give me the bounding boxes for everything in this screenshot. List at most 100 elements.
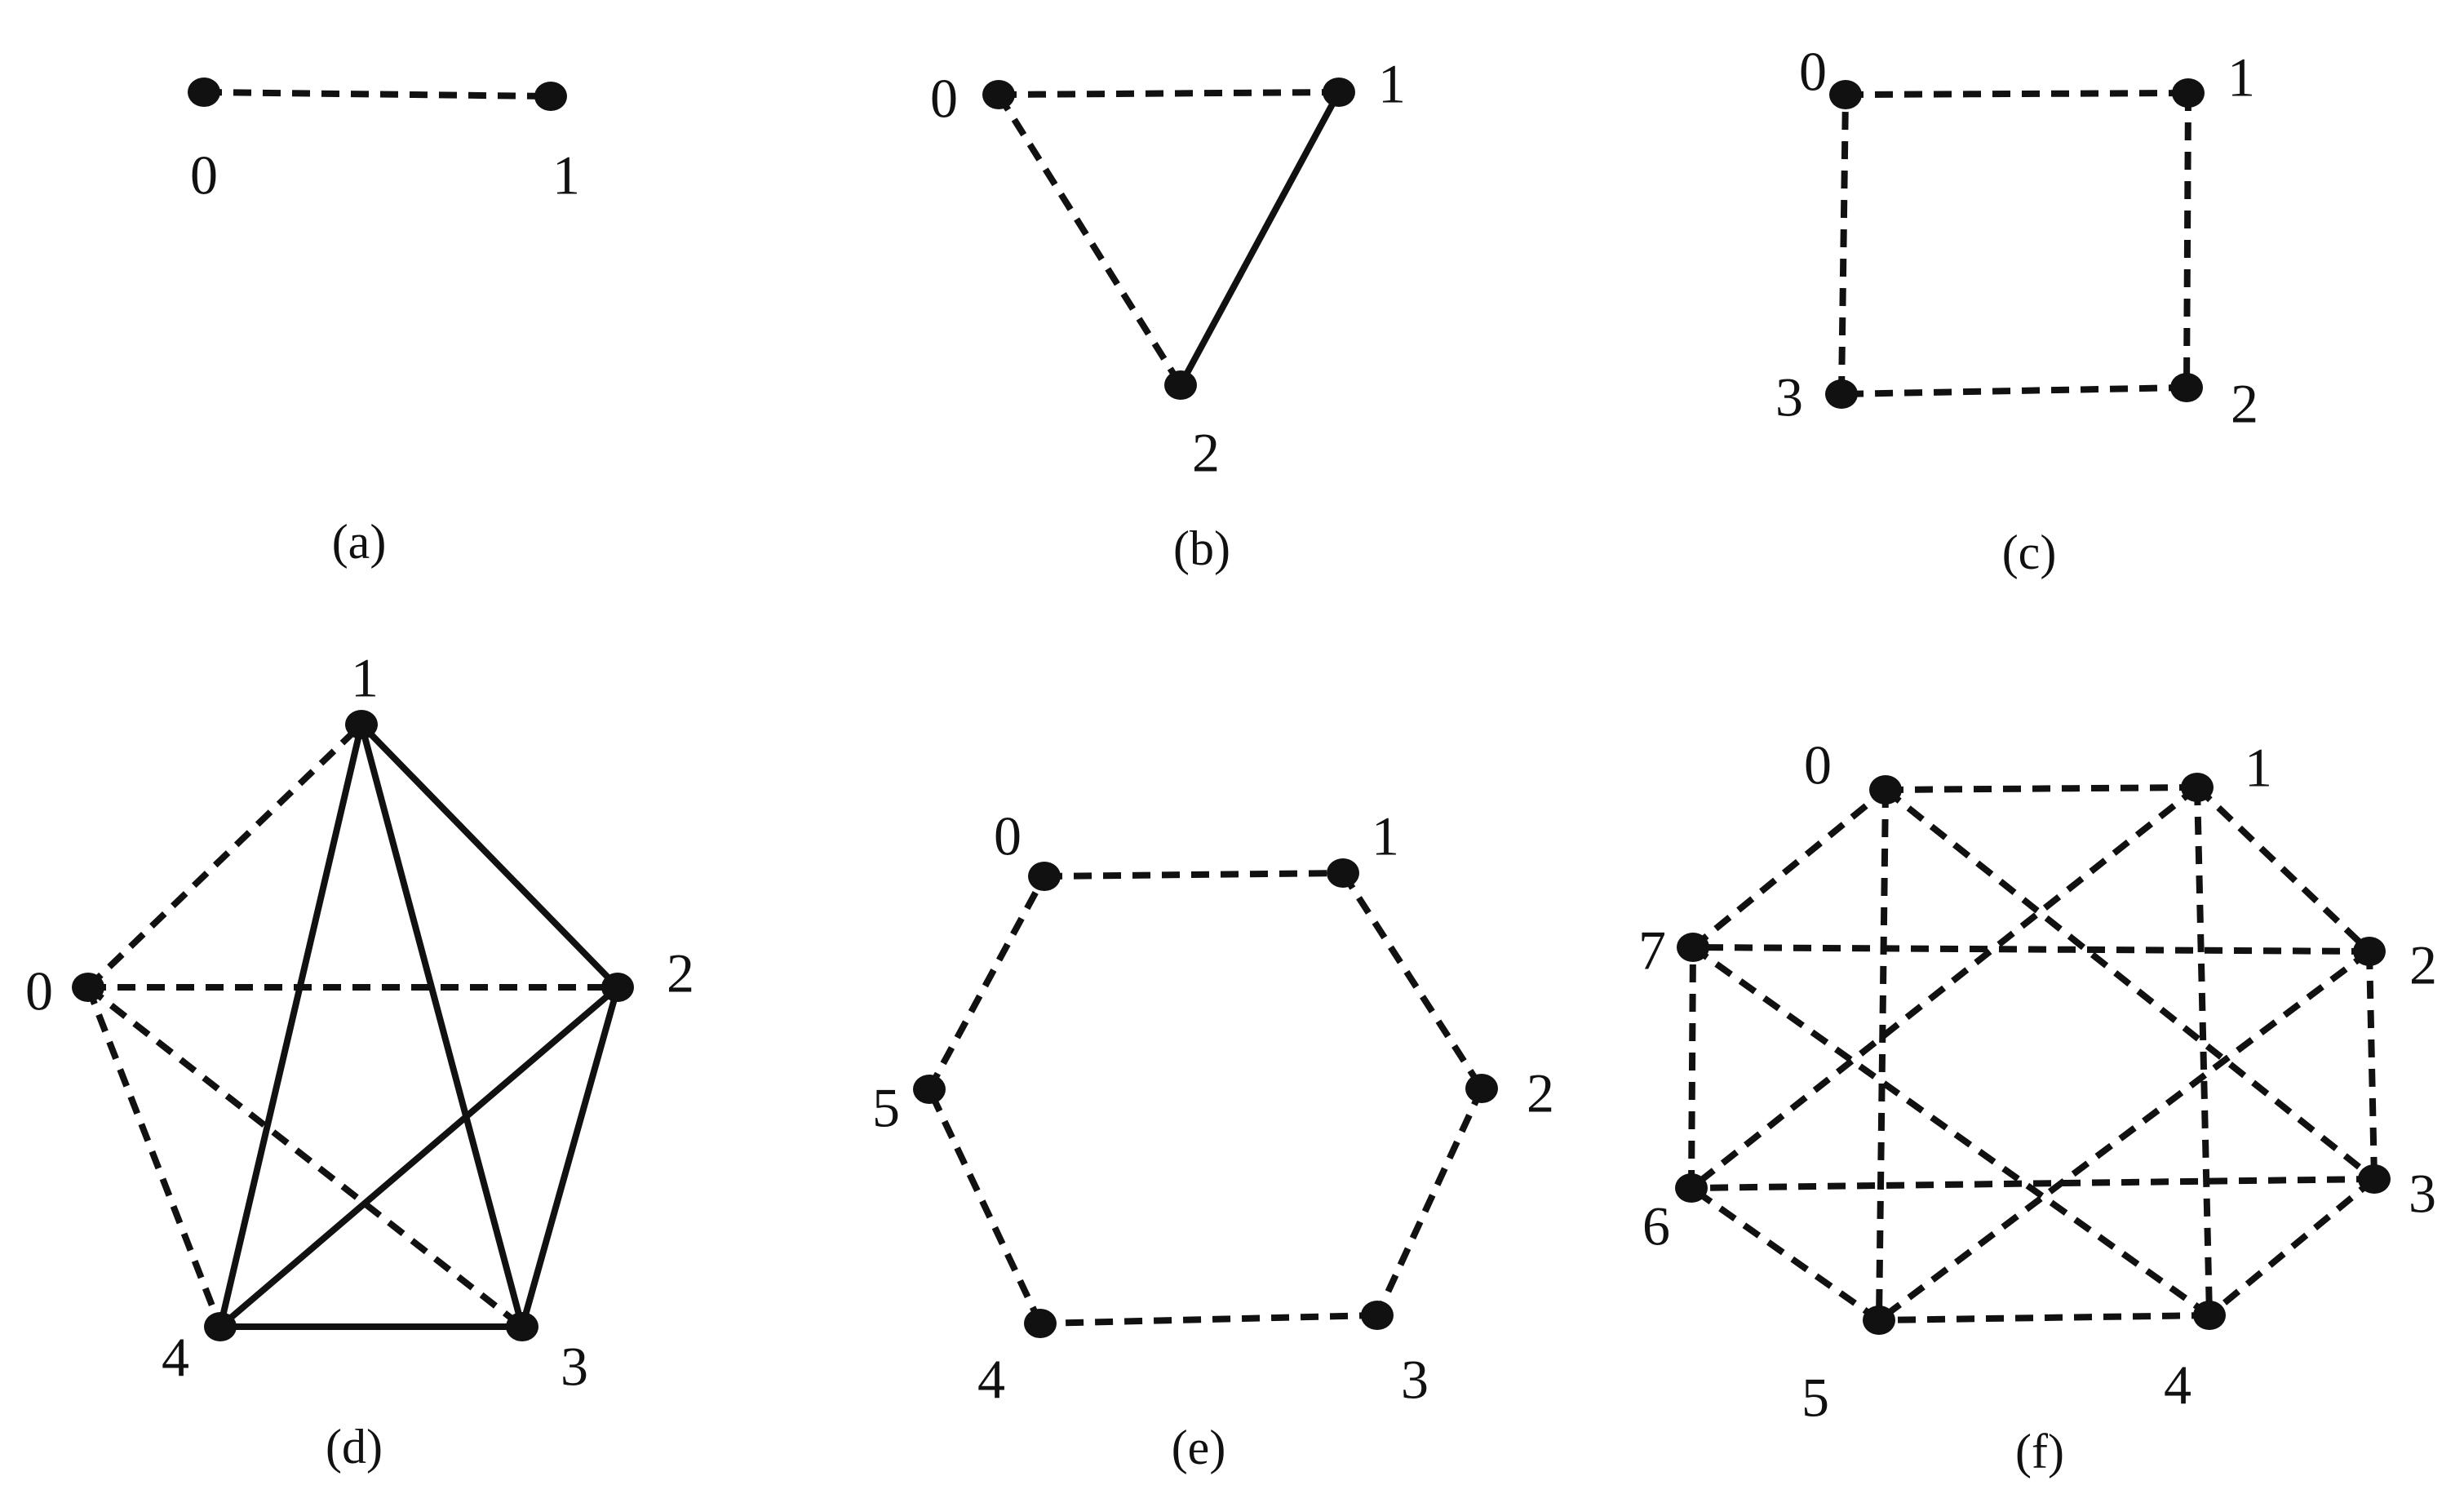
node-label-c-1: 1	[2227, 47, 2255, 109]
edge-d-2-3-solid	[519, 986, 621, 1328]
edge-d-1-4-solid	[217, 724, 365, 1328]
edge-f-0-1-dashed	[1885, 784, 2198, 793]
node-c-0	[1829, 80, 1862, 109]
node-e-2	[1465, 1074, 1498, 1103]
node-label-d-3: 3	[561, 1336, 588, 1398]
node-d-2	[601, 973, 634, 1002]
node-label-f-3: 3	[2409, 1163, 2436, 1225]
edge-c-1-2-dashed	[2183, 92, 2191, 388]
node-f-3	[2358, 1164, 2391, 1194]
node-label-f-0: 0	[1804, 734, 1832, 796]
node-label-c-0: 0	[1799, 41, 1827, 103]
edge-f-1-2-dashed	[2195, 785, 2372, 954]
edge-f-2-7-dashed	[1692, 944, 2370, 955]
edge-e-4-5-dashed	[926, 1088, 1044, 1325]
node-label-f-4: 4	[2164, 1354, 2191, 1416]
caption-f: (f)	[2015, 1425, 2064, 1478]
edge-c-0-1-dashed	[1845, 90, 2189, 98]
node-label-a-1: 1	[552, 144, 580, 206]
graph-c: 0 1 2 3 (c)	[1775, 41, 2258, 579]
edge-d-1-3-solid	[358, 723, 525, 1328]
node-e-1	[1327, 858, 1359, 888]
node-a-1	[534, 82, 567, 111]
node-label-f-6: 6	[1642, 1195, 1670, 1257]
node-d-0	[72, 973, 104, 1002]
caption-a: (a)	[332, 515, 387, 569]
node-c-3	[1825, 379, 1858, 409]
node-label-a-0: 0	[190, 144, 218, 206]
edge-c-3-0-dashed	[1838, 94, 1849, 395]
caption-e: (e)	[1172, 1421, 1226, 1474]
node-c-1	[2172, 78, 2205, 108]
node-label-e-5: 5	[872, 1077, 900, 1139]
node-label-f-1: 1	[2245, 737, 2272, 799]
edge-f-1-6-dashed	[1689, 784, 2200, 1191]
edge-f-5-6-dashed	[1689, 1185, 1881, 1323]
node-f-2	[2353, 937, 2386, 966]
edge-f-1-4-dashed	[2194, 787, 2213, 1316]
edge-f-6-7-dashed	[1688, 946, 1696, 1189]
node-label-e-4: 4	[977, 1349, 1005, 1411]
node-label-c-3: 3	[1775, 366, 1803, 428]
node-label-d-0: 0	[25, 960, 53, 1022]
edge-f-0-5-dashed	[1876, 789, 1889, 1321]
edge-b-0-2-dashed	[995, 92, 1184, 388]
node-b-0	[982, 80, 1015, 109]
node-a-0	[188, 78, 220, 107]
edge-e-2-3-dashed	[1374, 1087, 1485, 1317]
edge-e-5-0-dashed	[926, 875, 1048, 1091]
caption-c: (c)	[2002, 525, 2057, 579]
node-label-c-2: 2	[2231, 373, 2258, 435]
edge-d-2-4-solid	[218, 984, 620, 1330]
edge-c-2-3-dashed	[1841, 384, 2187, 397]
caption-d: (d)	[326, 1420, 383, 1474]
node-label-b-1: 1	[1378, 53, 1406, 115]
node-f-4	[2193, 1301, 2226, 1330]
edge-e-3-4-dashed	[1039, 1312, 1378, 1327]
node-label-b-0: 0	[930, 68, 958, 130]
node-f-1	[2181, 773, 2214, 802]
node-c-2	[2170, 373, 2203, 402]
node-e-4	[1024, 1309, 1057, 1338]
node-e-5	[913, 1075, 946, 1104]
node-e-3	[1361, 1301, 1394, 1330]
node-f-5	[1863, 1305, 1895, 1335]
node-label-d-4: 4	[162, 1327, 189, 1389]
edge-d-0-1-dashed	[86, 722, 364, 990]
graph-d: 0 1 2 3 4 (d)	[25, 647, 694, 1474]
node-d-4	[204, 1312, 237, 1341]
edge-e-1-2-dashed	[1340, 871, 1485, 1091]
node-label-d-1: 1	[351, 647, 379, 709]
node-b-1	[1323, 78, 1355, 107]
node-label-d-2: 2	[667, 942, 694, 1004]
node-f-7	[1677, 933, 1709, 962]
edge-d-0-3-dashed	[86, 984, 525, 1330]
node-label-b-2: 2	[1192, 422, 1220, 484]
edge-f-4-5-dashed	[1878, 1312, 2210, 1323]
edge-f-3-4-dashed	[2207, 1176, 2377, 1319]
edge-f-4-7-dashed	[1691, 944, 2212, 1319]
node-label-e-1: 1	[1372, 805, 1399, 867]
node-label-f-5: 5	[1801, 1367, 1829, 1429]
node-label-e-3: 3	[1401, 1349, 1429, 1411]
node-e-0	[1028, 862, 1061, 891]
node-d-3	[506, 1312, 538, 1341]
edge-f-7-0-dashed	[1691, 787, 1888, 951]
node-label-f-7: 7	[1638, 920, 1666, 982]
edge-b-1-2-solid	[1177, 91, 1342, 387]
edge-f-3-6-dashed	[1691, 1176, 2375, 1191]
node-b-2	[1164, 370, 1197, 400]
edge-f-2-5-dashed	[1877, 948, 2372, 1323]
caption-b: (b)	[1173, 521, 1230, 575]
node-d-1	[345, 710, 378, 739]
edge-d-0-4-dashed	[85, 986, 224, 1328]
graph-b: 0 1 2 (b)	[930, 53, 1406, 575]
edge-e-0-1-dashed	[1044, 870, 1344, 880]
edge-b-0-1-dashed	[998, 89, 1340, 98]
graph-a: 0 1 (a)	[188, 78, 580, 569]
edge-a-0-1-dashed	[203, 89, 552, 100]
node-f-6	[1675, 1173, 1708, 1203]
